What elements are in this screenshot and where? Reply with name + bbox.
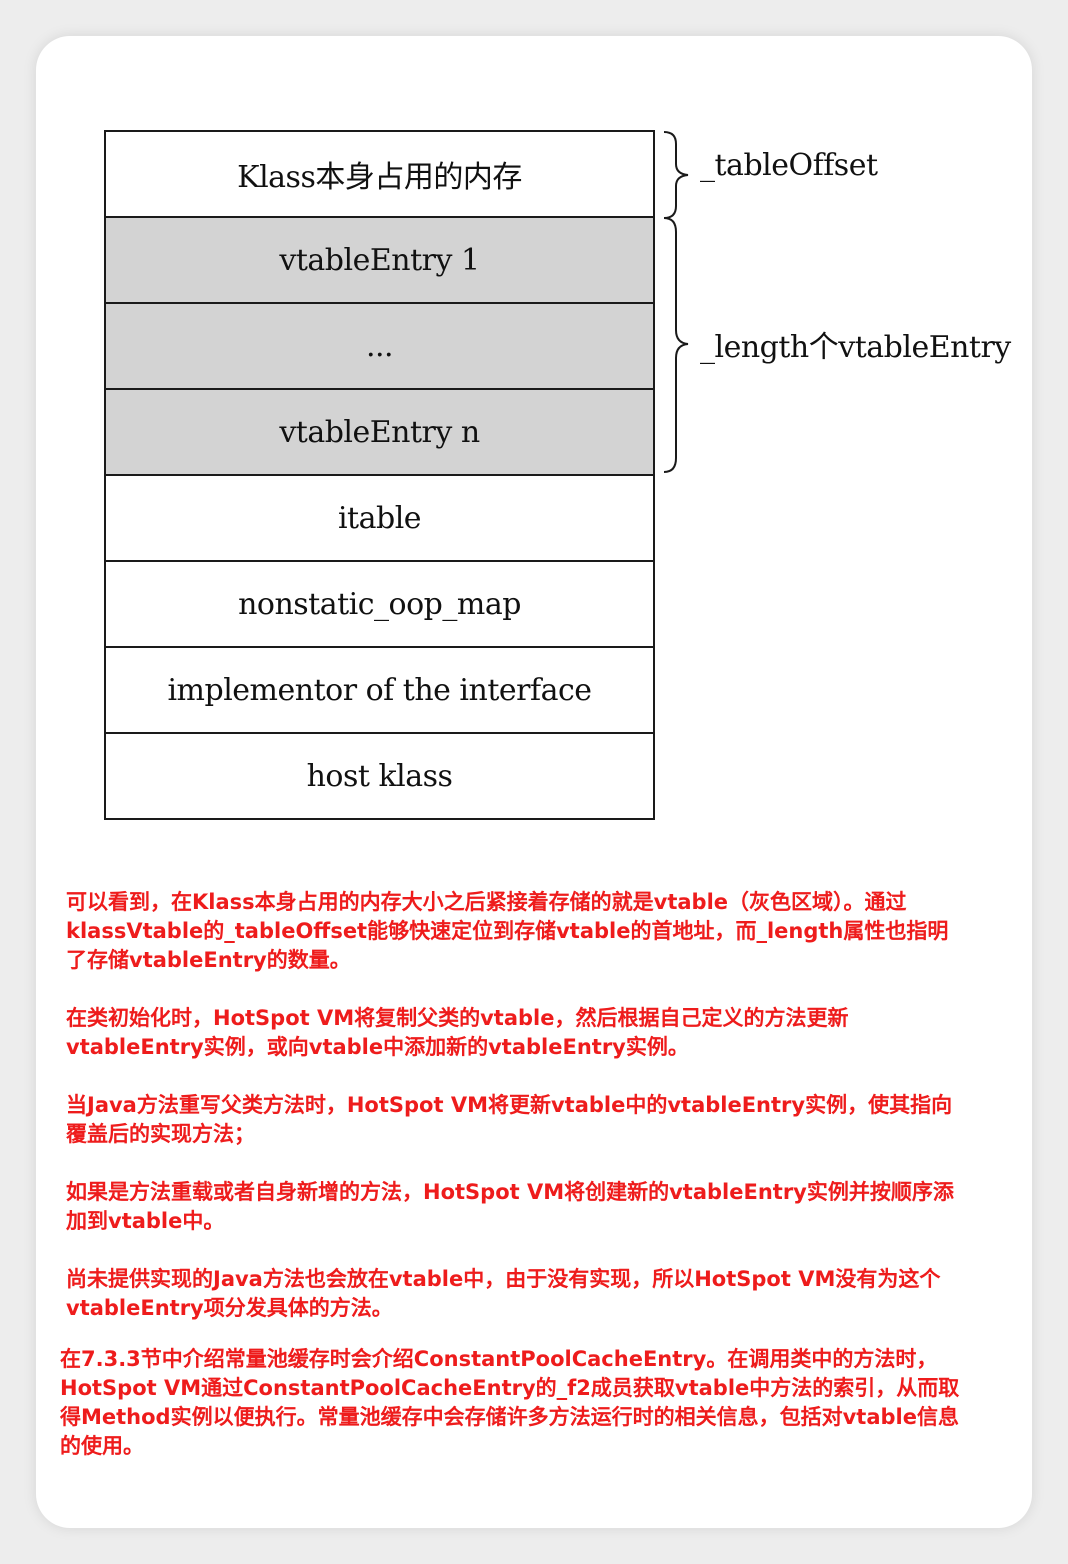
vtable-length-brace: [663, 217, 689, 473]
layout-row-nonstatic-oop-map: nonstatic_oop_map: [106, 562, 653, 648]
note-paragraph: 在7.3.3节中介绍常量池缓存时会介绍ConstantPoolCacheEntr…: [60, 1347, 960, 1458]
layout-row-vtable-ellipsis: ...: [106, 304, 653, 390]
layout-row-vtable-entry-1: vtableEntry 1: [106, 218, 653, 304]
layout-row-itable: itable: [106, 476, 653, 562]
explanation-notes: 可以看到，在Klass本身占用的内存大小之后紧接着存储的就是vtable（灰色区…: [60, 888, 966, 1490]
note-paragraph: 尚未提供实现的Java方法也会放在vtable中，由于没有实现，所以HotSpo…: [66, 1267, 941, 1320]
note-paragraph: 可以看到，在Klass本身占用的内存大小之后紧接着存储的就是vtable（灰色区…: [66, 890, 949, 972]
vtable-length-label: _length个vtableEntry: [700, 330, 1011, 365]
table-offset-label: _tableOffset: [700, 148, 878, 183]
layout-row-host-klass: host klass: [306, 758, 453, 794]
layout-row-klass-memory: Klass本身占用的内存: [106, 132, 653, 218]
layout-row-implementor: implementor of the interface: [106, 648, 653, 734]
table-offset-brace: [663, 131, 689, 219]
note-paragraph: 当Java方法重写父类方法时，HotSpot VM将更新vtable中的vtab…: [66, 1093, 953, 1146]
klass-memory-layout-diagram: Klass本身占用的内存 vtableEntry 1 ... vtableEnt…: [104, 130, 655, 820]
layout-row-vtable-entry-n: vtableEntry n: [106, 390, 653, 476]
note-paragraph: 在类初始化时，HotSpot VM将复制父类的vtable，然后根据自己定义的方…: [66, 1006, 849, 1059]
note-paragraph: 如果是方法重载或者自身新增的方法，HotSpot VM将创建新的vtableEn…: [66, 1180, 954, 1233]
